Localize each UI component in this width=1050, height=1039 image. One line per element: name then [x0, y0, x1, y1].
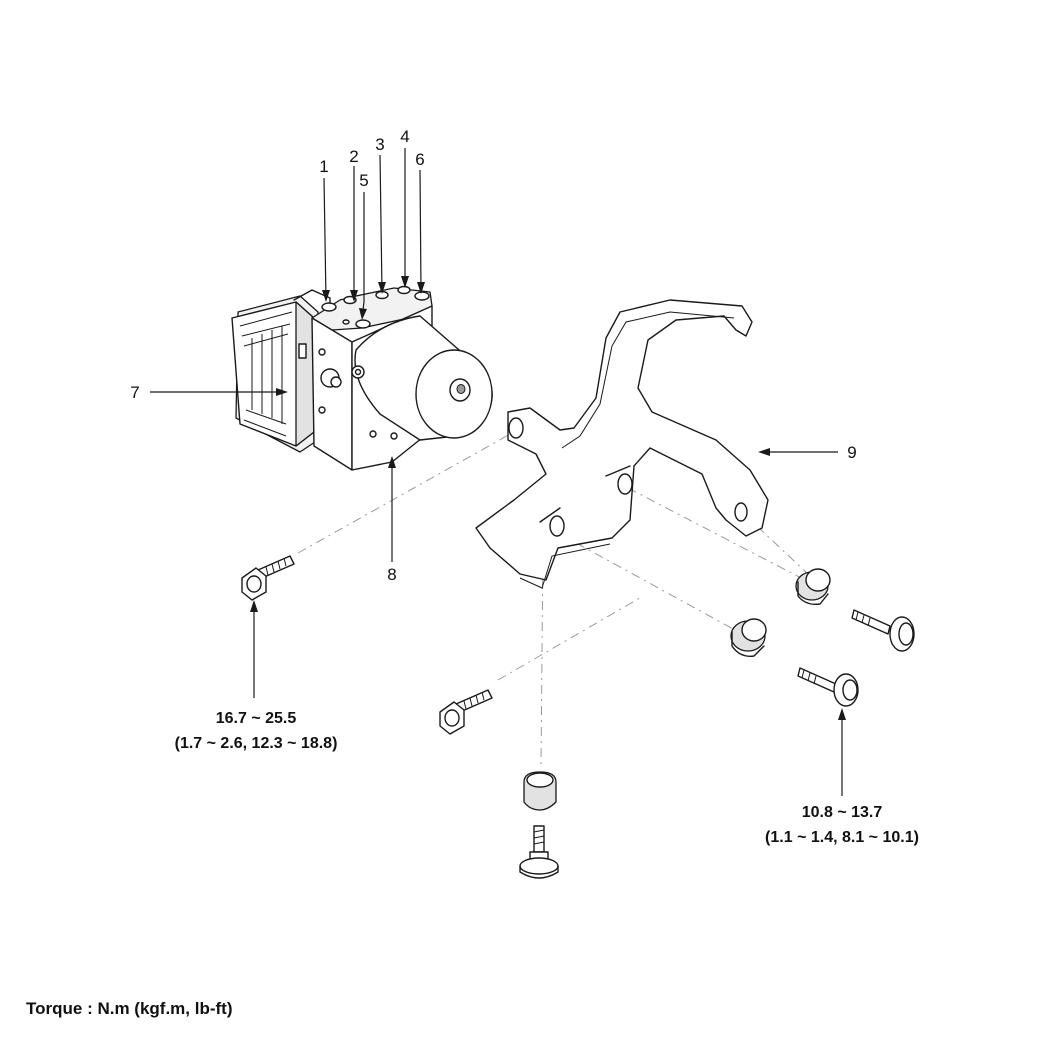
shoulder-bolt-bottom — [519, 825, 559, 879]
leader-arrowheads — [250, 276, 846, 720]
mounting-bracket — [475, 299, 769, 589]
callout-5: 5 — [359, 171, 368, 190]
callout-6: 6 — [415, 150, 424, 169]
shoulder-bolt-lower — [797, 667, 859, 707]
torque-alt-upper: (1.7 ~ 2.6, 12.3 ~ 18.8) — [175, 735, 338, 752]
torque-units-legend: Torque : N.m (kgf.m, lb-ft) — [26, 999, 233, 1018]
bushing-upper-right — [795, 568, 831, 606]
callout-7: 7 — [130, 383, 139, 402]
torque-nm-upper: 16.7 ~ 25.5 — [216, 710, 297, 727]
upper-flange-bolt — [241, 555, 295, 601]
leader-lines — [150, 148, 843, 796]
callout-3: 3 — [375, 135, 384, 154]
torque-nm-mount: 10.8 ~ 13.7 — [802, 804, 883, 821]
ecu-module — [231, 289, 331, 453]
hydraulic-unit — [311, 285, 493, 471]
callout-4: 4 — [400, 127, 409, 146]
callout-8: 8 — [387, 565, 396, 584]
torque-spec-upper-bolt: 16.7 ~ 25.5 (1.7 ~ 2.6, 12.3 ~ 18.8) — [175, 710, 338, 752]
callout-1: 1 — [319, 157, 328, 176]
bushing-middle — [730, 618, 767, 657]
callout-9: 9 — [847, 443, 856, 462]
bushing-bottom — [523, 771, 557, 811]
torque-alt-mount: (1.1 ~ 1.4, 8.1 ~ 10.1) — [765, 829, 919, 846]
callout-2: 2 — [349, 147, 358, 166]
torque-spec-mount-bolt: 10.8 ~ 13.7 (1.1 ~ 1.4, 8.1 ~ 10.1) — [765, 804, 919, 846]
lower-flange-bolt — [439, 689, 493, 735]
shoulder-bolt-upper — [851, 609, 915, 652]
callout-labels: 1 2 3 4 5 6 7 8 9 — [130, 127, 856, 584]
